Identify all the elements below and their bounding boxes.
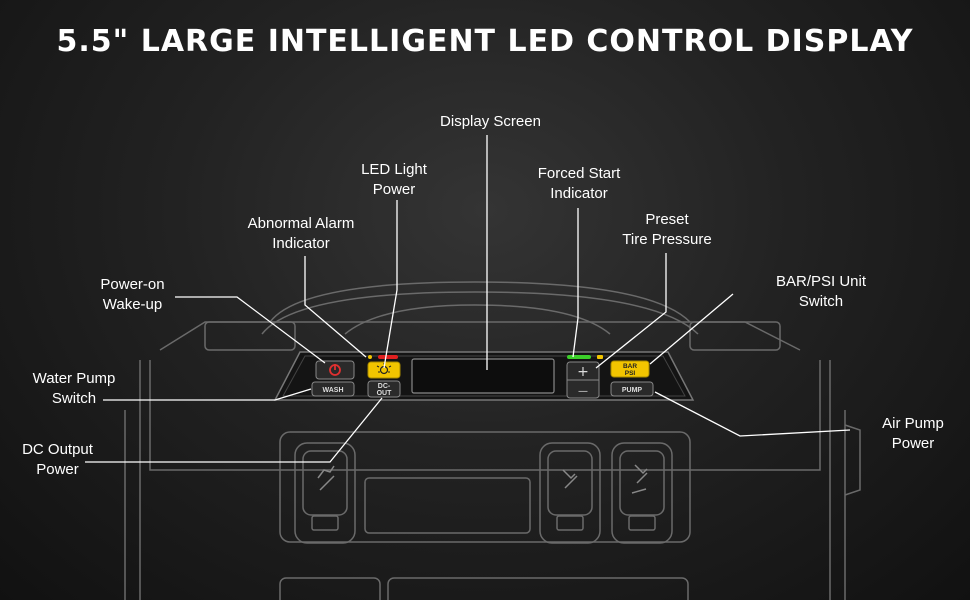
callout-abnormal-alarm-line1: Abnormal Alarm (247, 215, 355, 232)
callout-preset-tire-line1: Preset (645, 211, 689, 228)
callout-display-screen-text: Display Screen (440, 113, 541, 130)
callout-dc-output-line2: Power (36, 461, 79, 478)
callout-bar-psi: BAR/PSI Unit Switch (758, 272, 884, 312)
dc-out-label-1: DC- (378, 383, 391, 390)
callout-bar-psi-line1: BAR/PSI Unit (775, 273, 867, 290)
jumper-clamp-icon (317, 465, 335, 491)
callout-preset-tire-line2: Tire Pressure (622, 231, 712, 248)
callout-preset-tire: Preset Tire Pressure (610, 210, 724, 250)
alarm-indicator (378, 355, 398, 359)
alarm-dot-icon (368, 355, 372, 359)
callout-led-light-power-line2: Power (372, 181, 416, 198)
callout-bar-psi-line2: Switch (798, 293, 844, 310)
callout-led-light-power-line1: LED Light (361, 161, 427, 178)
forced-start-indicator (567, 355, 591, 359)
callout-dc-output: DC Output Power (5, 440, 110, 480)
plus-icon: + (577, 364, 589, 380)
callout-led-light-power: LED Light Power (338, 160, 450, 200)
callout-abnormal-alarm: Abnormal Alarm Indicator (236, 214, 366, 254)
callout-power-on-line1: Power-on (100, 276, 165, 293)
psi-label: PSI (625, 370, 636, 377)
callout-forced-start-line1: Forced Start (537, 165, 621, 182)
dc-out-button (367, 380, 401, 398)
minus-icon: — (578, 386, 588, 397)
callout-water-pump-line1: Water Pump (32, 370, 116, 387)
callout-forced-start: Forced Start Indicator (520, 164, 638, 204)
callout-display-screen: Display Screen (418, 112, 563, 132)
pump-button (610, 381, 654, 397)
callout-dc-output-line1: DC Output (22, 441, 93, 458)
wash-button (311, 381, 355, 397)
callout-air-pump-line1: Air Pump (882, 415, 944, 432)
pump-label: PUMP (622, 387, 643, 394)
wash-label: WASH (323, 387, 344, 394)
hose-nozzle-icon (631, 464, 648, 494)
display-screen (411, 358, 555, 394)
callout-forced-start-line2: Indicator (550, 185, 608, 202)
callout-water-pump-line2: Switch (51, 390, 97, 407)
page-title: 5.5" LARGE INTELLIGENT LED CONTROL DISPL… (56, 24, 914, 59)
callout-air-pump: Air Pump Power (858, 414, 968, 454)
callout-air-pump-line2: Power (891, 435, 935, 452)
bar-label: BAR (623, 363, 637, 370)
callout-water-pump: Water Pump Switch (14, 369, 134, 409)
callout-abnormal-alarm-line2: Indicator (272, 235, 330, 252)
callout-power-on-line2: Wake-up (102, 296, 163, 313)
callout-power-on: Power-on Wake-up (80, 275, 185, 315)
hose-icon (562, 469, 578, 489)
dc-out-label-2: OUT (377, 390, 393, 397)
